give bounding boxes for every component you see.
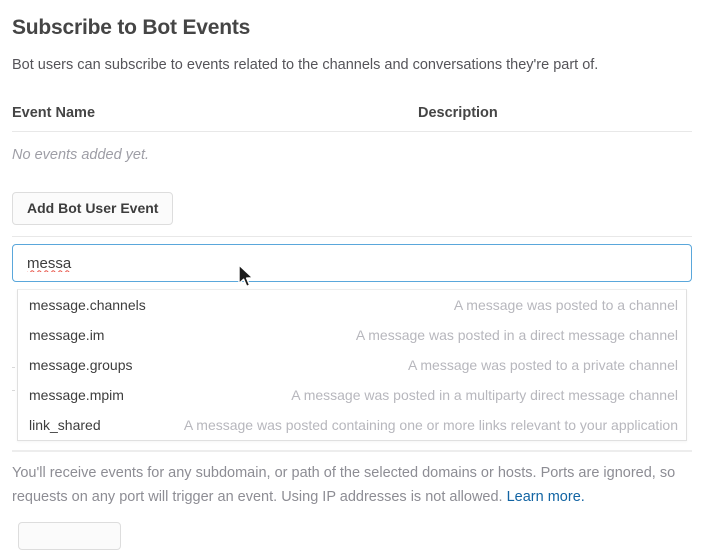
- column-header-description: Description: [418, 105, 498, 121]
- column-header-event-name: Event Name: [12, 105, 96, 121]
- suggestion-item[interactable]: message.channels A message was posted to…: [18, 290, 686, 320]
- suggestion-event-name: message.channels: [29, 297, 146, 313]
- footer-divider: [12, 450, 692, 452]
- event-search-combobox[interactable]: [12, 244, 692, 282]
- bottom-partial-button[interactable]: [18, 522, 121, 550]
- suggestion-event-description: A message was posted in a direct message…: [355, 327, 678, 343]
- add-bot-user-event-button[interactable]: Add Bot User Event: [12, 192, 174, 225]
- suggestion-item[interactable]: message.groups A message was posted to a…: [18, 350, 686, 380]
- suggestion-event-description: A message was posted containing one or m…: [183, 417, 678, 433]
- table-header-divider: [12, 131, 692, 132]
- suggestion-event-name: message.groups: [29, 357, 133, 373]
- events-empty-message: No events added yet.: [12, 147, 150, 163]
- occluded-content-tick-2: [12, 390, 15, 391]
- suggestion-event-name: message.mpim: [29, 387, 124, 403]
- occluded-content-tick-1: [12, 367, 15, 368]
- table-header-row: Event Name Description: [12, 103, 692, 132]
- suggestion-event-description: A message was posted to a channel: [453, 297, 678, 313]
- suggestion-item[interactable]: message.mpim A message was posted in a m…: [18, 380, 686, 410]
- footer-note: You'll receive events for any subdomain,…: [12, 461, 692, 509]
- suggestion-item[interactable]: message.im A message was posted in a dir…: [18, 320, 686, 350]
- page-subtitle: Bot users can subscribe to events relate…: [12, 57, 599, 73]
- events-table: Event Name Description No events added y…: [12, 103, 692, 163]
- subscribe-bot-events-page: Subscribe to Bot Events Bot users can su…: [12, 16, 692, 550]
- event-search-input[interactable]: [13, 245, 691, 281]
- suggestion-event-name: link_shared: [29, 417, 101, 433]
- event-suggestions-dropdown[interactable]: message.channels A message was posted to…: [17, 289, 687, 441]
- suggestion-event-description: A message was posted in a multiparty dir…: [291, 387, 678, 403]
- suggestion-event-name: message.im: [29, 327, 105, 343]
- page-title: Subscribe to Bot Events: [12, 16, 251, 39]
- learn-more-link[interactable]: Learn more.: [506, 489, 585, 505]
- suggestion-item[interactable]: link_shared A message was posted contain…: [18, 410, 686, 440]
- footer-note-text: You'll receive events for any subdomain,…: [12, 465, 676, 505]
- suggestion-event-description: A message was posted to a private channe…: [407, 357, 678, 373]
- section-divider-above-search: [12, 236, 692, 237]
